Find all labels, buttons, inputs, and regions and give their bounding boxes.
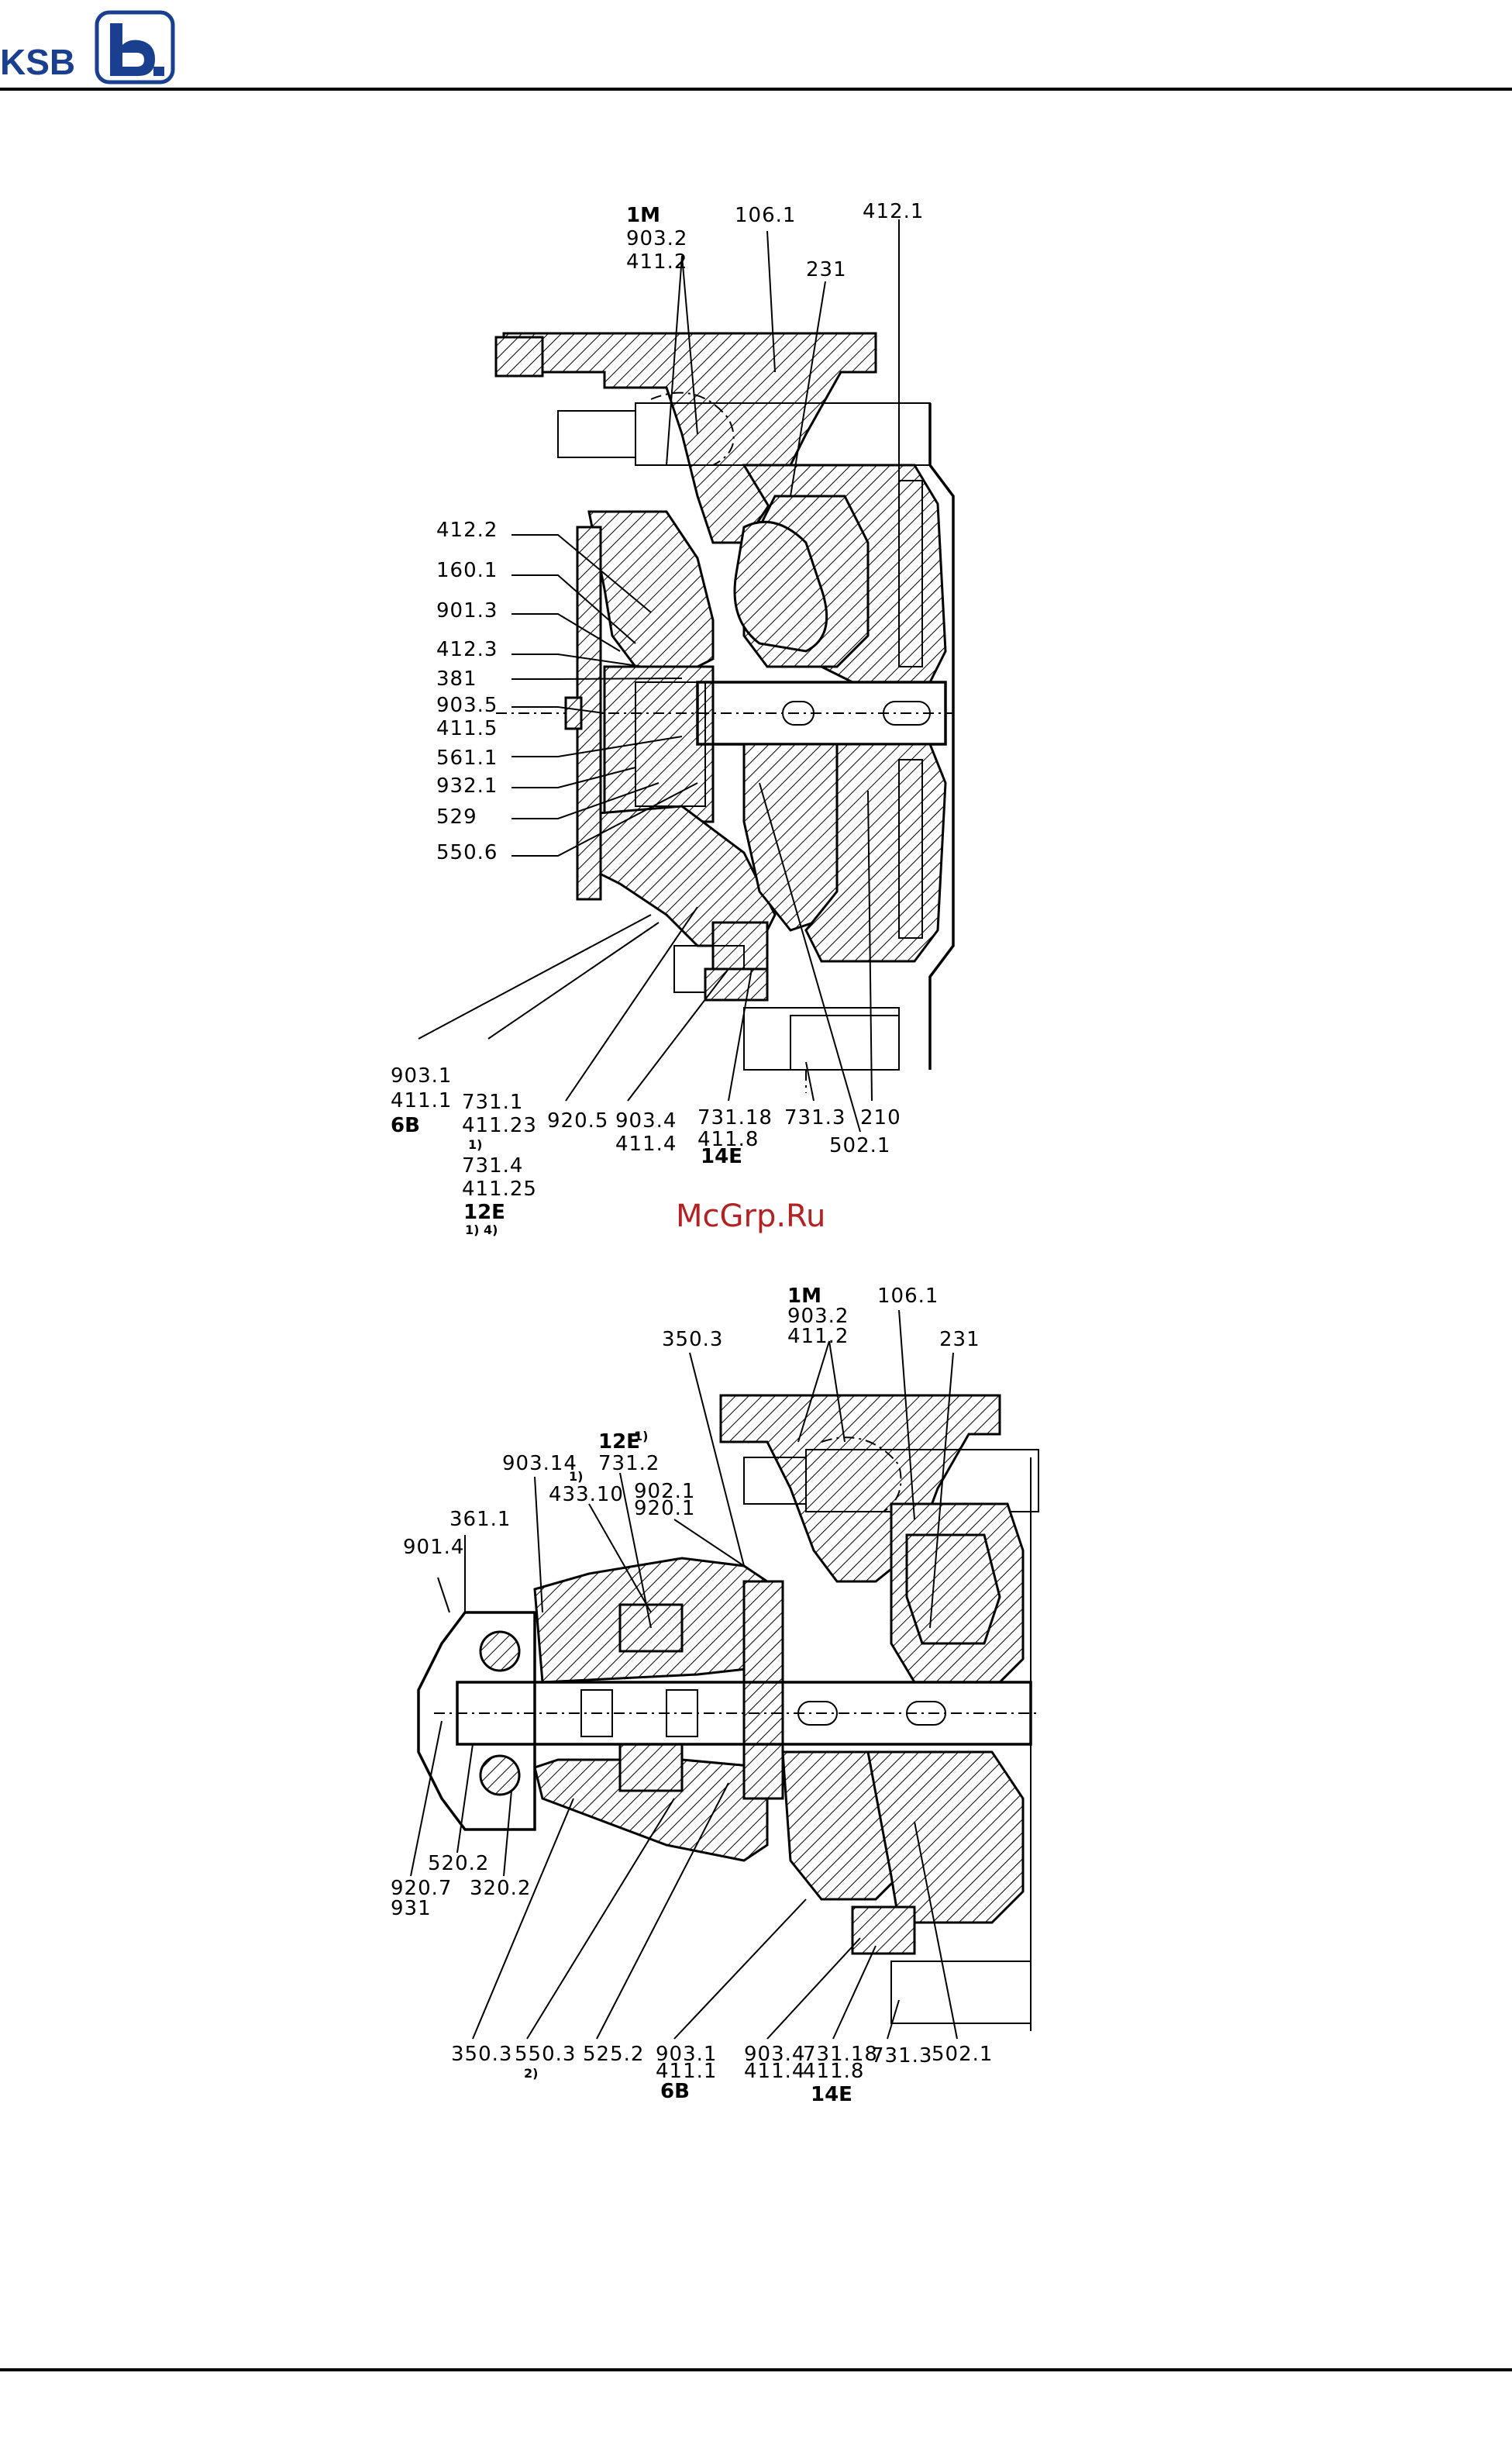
label-2-6B: 6B [660,2080,690,2103]
label-2-350-3: 350.3 [451,2043,512,2066]
label-2-320-2: 320.2 [470,1877,531,1900]
label-12E: 12E [463,1201,505,1224]
label-2-903-1: 903.1 [656,2043,717,2066]
label-2-903-2: 903.2 [787,1305,849,1328]
label-731-4: 731.4 [462,1154,523,1178]
label-2-731-18: 731.18 [803,2043,878,2066]
label-note-1-4: 1) 4) [465,1223,498,1237]
label-903-1: 903.1 [391,1064,452,1088]
label-14E: 14E [701,1145,742,1168]
label-2-12E-note: 1) [634,1429,648,1443]
ksb-logo: KSB [0,8,186,85]
label-2-550-note: 2) [524,2066,538,2081]
label-2-920-7: 920.7 [391,1877,452,1900]
footer-rule [0,2368,1512,2371]
label-550-6: 550.6 [436,841,498,864]
label-note-1: 1) [468,1137,482,1152]
label-2-411-2: 411.2 [787,1325,849,1348]
label-731-3: 731.3 [784,1106,846,1129]
label-2-901-4: 901.4 [403,1536,464,1559]
label-1M: 1M [626,204,660,227]
header-rule [0,88,1512,91]
label-381: 381 [436,667,477,691]
label-2-903-4: 903.4 [744,2043,805,2066]
label-932-1: 932.1 [436,774,498,798]
label-561-1: 561.1 [436,747,498,770]
label-2-361-1: 361.1 [449,1508,511,1531]
watermark: McGrp.Ru [676,1198,825,1234]
label-411-1: 411.1 [391,1089,452,1112]
label-2-411-8: 411.8 [803,2060,864,2083]
label-412-3: 412.3 [436,638,498,661]
label-2-350-3-top: 350.3 [662,1328,723,1351]
label-920-5: 920.5 [547,1109,608,1133]
label-2-1M: 1M [787,1285,821,1308]
label-210: 210 [860,1106,901,1129]
label-411-4: 411.4 [615,1133,677,1156]
figure-2-sectional-view: 1M 903.2 411.2 106.1 231 350.3 12E 1) 73… [391,1285,1039,2106]
label-411-8: 411.8 [697,1128,759,1151]
label-2-550-3: 550.3 [515,2043,576,2066]
label-903-2: 903.2 [626,227,687,250]
label-106-1: 106.1 [735,204,796,227]
label-2-433-10: 433.10 [549,1483,624,1506]
label-2-502-1: 502.1 [932,2043,993,2066]
label-412-1: 412.1 [863,200,924,223]
label-2-106-1: 106.1 [877,1285,939,1308]
label-160-1: 160.1 [436,559,498,582]
label-2-525-2: 525.2 [583,2043,644,2066]
label-2-731-2: 731.2 [598,1452,660,1475]
label-2-903-14: 903.14 [502,1452,577,1475]
label-411-25: 411.25 [462,1178,537,1201]
label-2-411-4: 411.4 [744,2060,805,2083]
label-6B: 6B [391,1114,420,1137]
label-411-23: 411.23 [462,1114,537,1137]
label-731-18: 731.18 [697,1106,773,1129]
figure-1-sectional-view: 1M 903.2 411.2 106.1 412.1 231 412.2 160… [391,200,955,1237]
label-731-1: 731.1 [462,1091,523,1114]
label-2-520-2: 520.2 [428,1852,489,1875]
label-231: 231 [806,258,847,281]
label-411-2: 411.2 [626,250,687,274]
label-2-902-1: 902.1 [634,1480,695,1503]
label-2-411-1: 411.1 [656,2060,717,2083]
label-903-5: 903.5 [436,694,498,717]
label-529: 529 [436,805,477,829]
label-2-231: 231 [939,1328,980,1351]
label-2-931: 931 [391,1897,432,1920]
label-2-12E: 12E [598,1430,640,1454]
label-903-4: 903.4 [615,1109,677,1133]
label-2-433-note: 1) [569,1469,583,1484]
label-2-731-3: 731.3 [871,2044,932,2067]
brand-text: KSB [0,42,75,82]
label-502-1: 502.1 [829,1134,890,1157]
label-2-920-1: 920.1 [634,1497,695,1520]
label-901-3: 901.3 [436,599,498,622]
label-411-5: 411.5 [436,717,498,740]
label-412-2: 412.2 [436,519,498,542]
label-2-14E: 14E [811,2083,852,2106]
